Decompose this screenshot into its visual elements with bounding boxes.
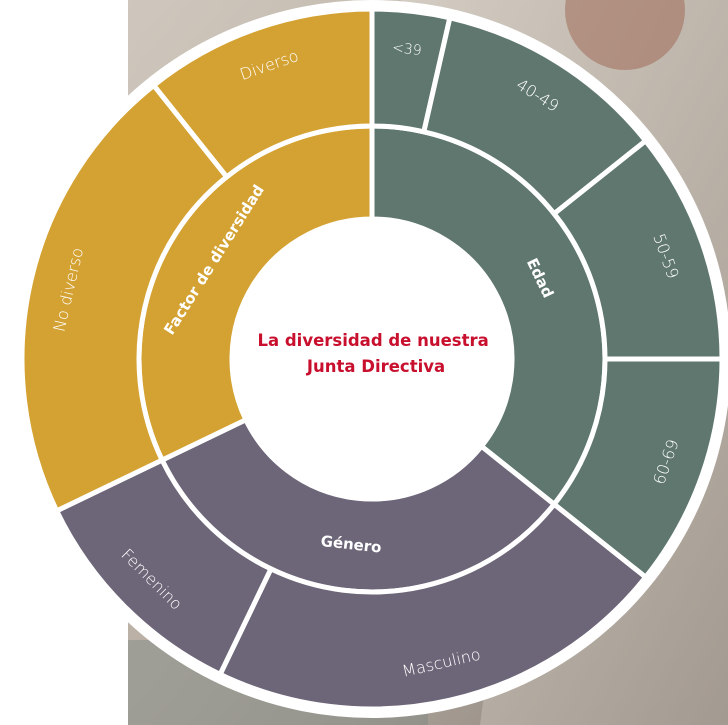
outer-segment-diverso xyxy=(150,6,375,181)
outer-ring xyxy=(19,6,725,712)
outer-label-39: <39 xyxy=(391,40,422,59)
center-disc xyxy=(232,219,512,499)
outer-segment-no-diverso xyxy=(19,81,231,515)
chart-title-line-1: La diversidad de nuestra xyxy=(257,331,488,350)
chart-title-line-2: Junta Directiva xyxy=(306,357,445,376)
outer-segment-masculino xyxy=(216,500,650,712)
chart-title: La diversidad de nuestra Junta Directiva xyxy=(257,331,494,376)
